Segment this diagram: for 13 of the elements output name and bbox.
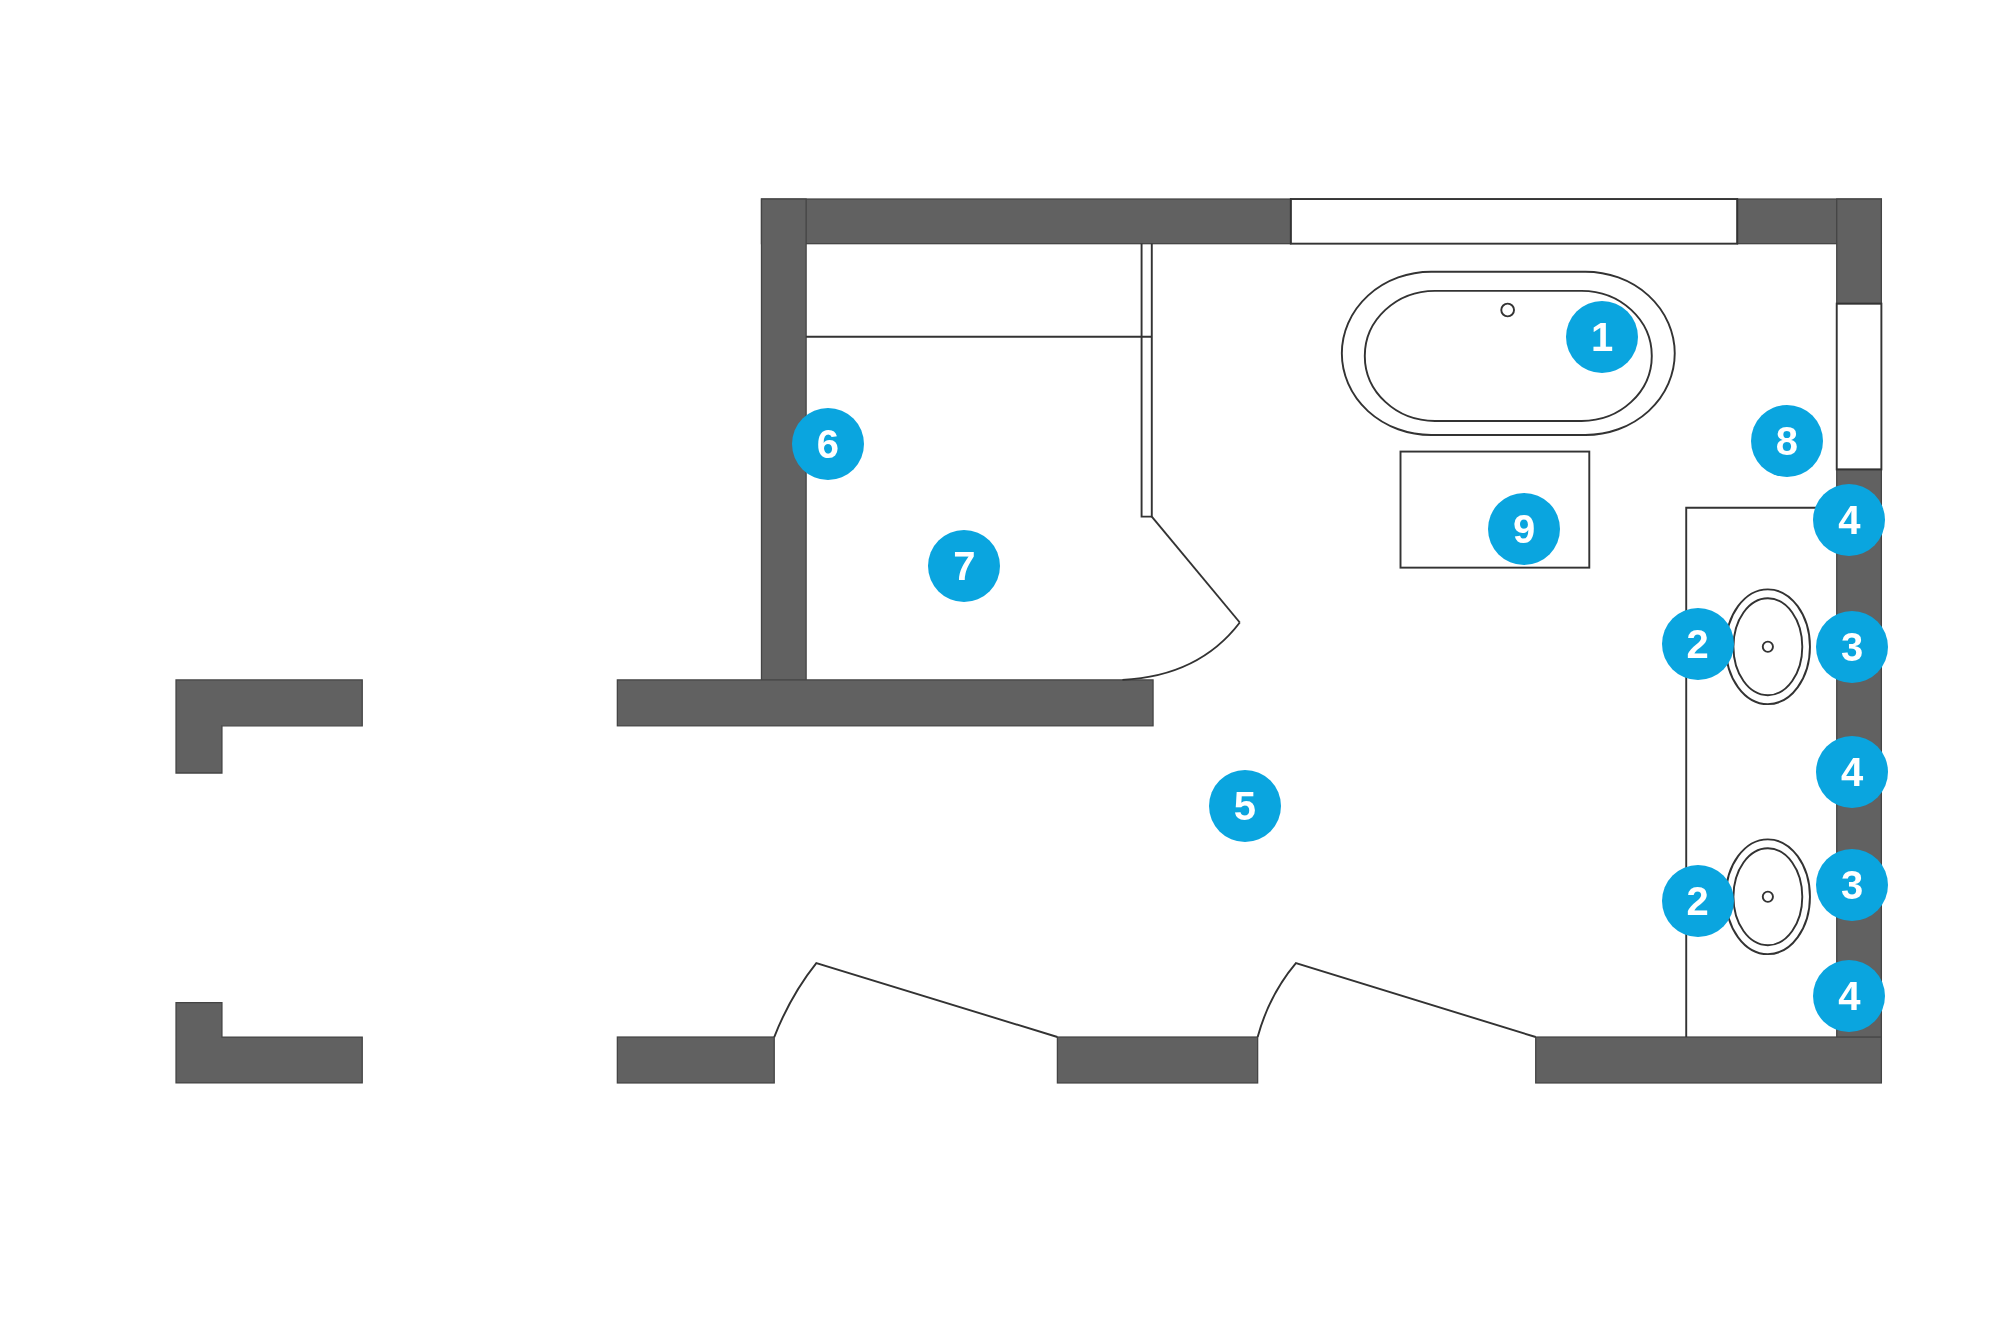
callout-number: 1: [1566, 300, 1639, 373]
callout-number: 2: [1661, 608, 1734, 681]
callout-number: 4: [1813, 484, 1886, 557]
callout-number: 6: [791, 407, 864, 480]
callout-number: 3: [1816, 849, 1889, 922]
callout-number: 3: [1816, 610, 1889, 683]
callout-number: 8: [1751, 405, 1823, 478]
callout-number: 2: [1661, 864, 1734, 937]
callout-number: 7: [928, 530, 1001, 603]
callout-number: 5: [1208, 770, 1281, 843]
callout-number: 9: [1488, 493, 1561, 566]
callout-number: 4: [1816, 735, 1889, 808]
callout-number: 4: [1813, 960, 1886, 1033]
